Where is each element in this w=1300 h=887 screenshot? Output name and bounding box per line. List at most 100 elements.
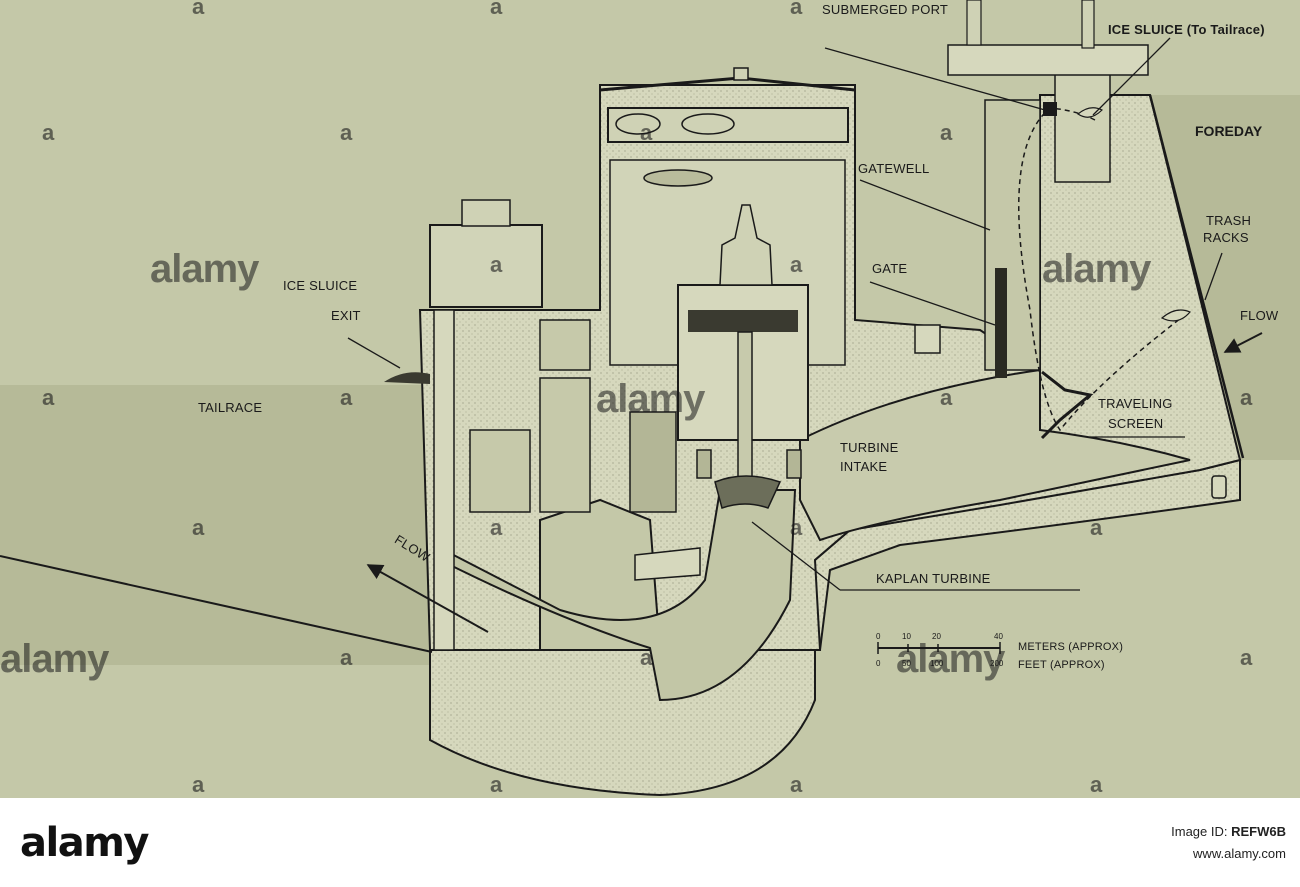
watermark-a-12: a (940, 385, 953, 410)
intake-foot-slot (1211, 475, 1227, 499)
watermark-a-5: a (340, 120, 353, 145)
watermark-a-15: a (490, 515, 503, 540)
image-id-value: REFW6B (1231, 823, 1286, 839)
ice-sluice-shaft (1054, 71, 1111, 183)
watermark-a-21: a (192, 772, 205, 797)
watermark-a-16: a (790, 515, 803, 540)
leader-trash-racks (1204, 252, 1223, 301)
hoist-stem-1 (966, 0, 982, 46)
turbine-shaft (737, 331, 753, 483)
scale-m-tick-0: 0 (876, 632, 881, 641)
watermark-a-8: a (490, 252, 503, 277)
watermark-a-3: a (790, 0, 803, 19)
roof-vent (733, 67, 749, 81)
crane-trolley-2 (681, 113, 735, 135)
leader-gate (869, 281, 996, 326)
label-turbine-intake-2: INTAKE (840, 459, 887, 474)
crane-trolley-1 (615, 113, 661, 135)
label-ice-sluice-exit-1: ICE SLUICE (283, 278, 357, 293)
tailrace-chamber-3 (539, 319, 591, 371)
stay-vane-right (786, 449, 802, 479)
kaplan-runner (714, 475, 782, 509)
watermark-text-4: alamy (0, 637, 110, 681)
forebay-water (1040, 95, 1300, 460)
scale-ft-tick-0: 0 (876, 659, 881, 668)
watermark-text-2: alamy (596, 377, 706, 421)
image-id-label: Image ID: (1171, 823, 1228, 839)
watermark-a-7: a (940, 120, 953, 145)
tailrace-gate-slot (433, 309, 455, 651)
label-trash-racks-2: RACKS (1203, 230, 1249, 245)
tailrace-gantry (429, 224, 543, 308)
label-foreday: FOREDAY (1195, 123, 1263, 139)
exciter (719, 204, 773, 286)
alamy-logo[interactable]: alamy (20, 819, 149, 866)
watermark-a-9: a (790, 252, 803, 277)
label-ice-sluice-top: ICE SLUICE (To Tailrace) (1108, 22, 1265, 37)
trash-rack-line (1148, 94, 1245, 459)
tailrace-water (0, 385, 440, 665)
fish-icon-1 (1160, 309, 1191, 322)
leader-gatewell (859, 179, 991, 231)
draft-tube-gate-slot (634, 547, 701, 581)
intake-gate (995, 268, 1007, 378)
tailrace-chamber-1 (469, 429, 531, 513)
scale-ft-tick-1: 50 (902, 659, 911, 668)
stay-vane-left (696, 449, 712, 479)
watermark-a-17: a (1090, 515, 1103, 540)
flow-arrow-left (366, 564, 489, 633)
wicket-gates (629, 411, 677, 513)
fish-icon-2 (1076, 107, 1104, 118)
gatewell-shaft (984, 99, 1041, 371)
dam-cross-section-diagram: SUBMERGED PORT ICE SLUICE (To Tailrace) … (0, 0, 1300, 797)
label-turbine-intake-1: TURBINE (840, 440, 899, 455)
label-flow-right: FLOW (1240, 308, 1279, 323)
watermark-text-3: alamy (1042, 247, 1152, 291)
watermark-a-20: a (1240, 645, 1253, 670)
gantry-hoist (461, 199, 511, 227)
leader-ice-sluice-exit (347, 337, 401, 369)
watermark-a-24: a (1090, 772, 1103, 797)
label-ice-sluice-exit-2: EXIT (331, 308, 361, 323)
label-submerged-port: SUBMERGED PORT (822, 2, 948, 17)
scale-ft-tick-2: 100 (930, 659, 944, 668)
label-gate: GATE (872, 261, 907, 276)
leader-kaplan-diag (751, 521, 841, 591)
tailrace-chamber-2 (539, 377, 591, 513)
riverbed-line (0, 555, 433, 653)
flow-arrow-right (1223, 332, 1263, 353)
watermark-a-10: a (42, 385, 55, 410)
ice-sluice-exit-outlet (384, 372, 430, 384)
scale-ft-tick-3: 200 (990, 659, 1004, 668)
watermark-a-14: a (192, 515, 205, 540)
image-meta: Image ID: REFW6B www.alamy.com (1171, 821, 1286, 865)
scale-bar: 0 10 20 40 0 50 100 200 METERS (APPROX) … (876, 632, 1123, 671)
scale-label-feet: FEET (APPROX) (1018, 659, 1105, 671)
label-traveling-screen-1: TRAVELING (1098, 396, 1173, 411)
watermark-a-1: a (192, 0, 205, 19)
label-trash-racks-1: TRASH (1206, 213, 1251, 228)
leader-ice-sluice (1092, 37, 1171, 116)
traveling-screen (1040, 370, 1094, 440)
site-url[interactable]: www.alamy.com (1193, 845, 1286, 861)
draft-tube (439, 489, 797, 702)
intake-service-box (914, 324, 941, 354)
label-kaplan-turbine: KAPLAN TURBINE (876, 571, 991, 586)
watermark-a-11: a (340, 385, 353, 410)
label-gatewell: GATEWELL (858, 161, 929, 176)
submerged-port-opening (1043, 102, 1057, 116)
watermark-a-22: a (490, 772, 503, 797)
watermark-a-4: a (42, 120, 55, 145)
watermark-text-5: alamy (896, 637, 1006, 681)
watermark-a-2: a (490, 0, 503, 19)
label-traveling-screen-2: SCREEN (1108, 416, 1163, 431)
watermark-a-13: a (1240, 385, 1253, 410)
hoist-stem-2 (1081, 0, 1095, 49)
scale-m-tick-2: 20 (932, 632, 941, 641)
scale-m-tick-1: 10 (902, 632, 911, 641)
fish-passage-path (1018, 107, 1186, 432)
watermark-layer: alamy alamy alamy alamy alamy a a a a a … (0, 0, 1253, 797)
watermark-text-1: alamy (150, 247, 260, 291)
watermark-a-19: a (640, 645, 653, 670)
label-tailrace: TAILRACE (198, 400, 262, 415)
